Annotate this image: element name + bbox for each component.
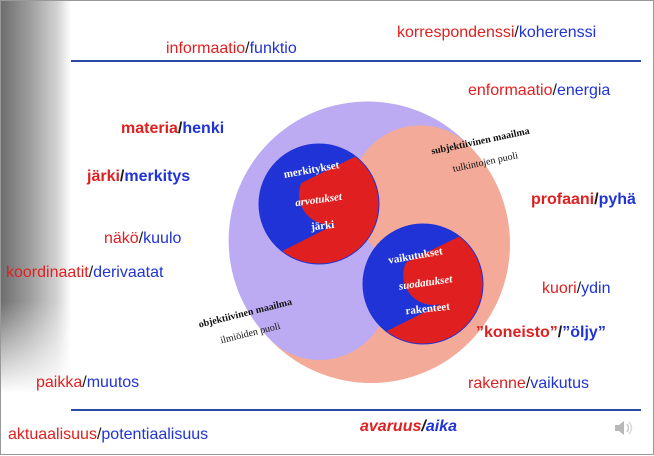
pair-korrespondenssi: korrespondenssi/koherenssi — [397, 25, 596, 41]
pair-koneisto-a: ”koneisto” — [476, 324, 558, 341]
pair-avaruus: avaruus/aika — [360, 419, 457, 435]
pair-kuori-a: kuori — [542, 280, 577, 297]
pair-informaatio-a: informaatio — [166, 40, 246, 57]
lower-side-label: ilmiöiden puoli — [219, 321, 281, 347]
pair-aktuaalisuus-b: potentiaalisuus — [101, 426, 209, 443]
bottom-rule — [71, 409, 641, 411]
upper-bottom-label: järki — [310, 219, 335, 233]
lower-bottom-label: rakenteet — [405, 301, 451, 318]
pair-paikka-a: paikka — [36, 374, 83, 391]
pair-koneisto-b: ”öljy” — [562, 324, 606, 341]
pair-rakenne-b: vaikutus — [530, 375, 589, 392]
pair-koordinaatit-b: derivaatat — [93, 264, 164, 281]
pair-materia-sep: / — [177, 120, 183, 137]
pair-avaruus-b: aika — [425, 418, 457, 435]
pair-enformaatio-b: energia — [556, 82, 611, 99]
pair-kuori: kuori/ydin — [542, 281, 611, 297]
pair-informaatio-b: funktio — [249, 40, 297, 57]
pair-jarki-a: järki — [87, 168, 120, 185]
pair-informaatio: informaatio/funktio — [166, 41, 297, 57]
pair-korrespondenssi-sep: / — [514, 24, 519, 41]
top-rule — [71, 60, 641, 62]
pair-enformaatio: enformaatio/energia — [468, 83, 610, 99]
pair-koneisto-sep: / — [557, 324, 563, 341]
pair-rakenne-sep: / — [525, 375, 531, 392]
pair-korrespondenssi-b: koherenssi — [518, 24, 597, 41]
pair-koneisto: ”koneisto”/”öljy” — [476, 325, 606, 341]
pair-aktuaalisuus-sep: / — [96, 426, 102, 443]
pair-nako: näkö/kuulo — [104, 231, 181, 247]
pair-enformaatio-a: enformaatio — [468, 82, 553, 99]
pair-nako-a: näkö — [104, 230, 139, 247]
pair-materia: materia/henki — [121, 121, 224, 137]
pair-koordinaatit-a: koordinaatit — [6, 264, 89, 281]
pair-informaatio-sep: / — [245, 40, 250, 57]
pair-paikka-b: muutos — [86, 374, 140, 391]
pair-korrespondenssi-a: korrespondenssi — [397, 24, 515, 41]
pair-paikka-sep: / — [82, 374, 87, 391]
pair-avaruus-a: avaruus — [360, 418, 422, 435]
pair-kuori-b: ydin — [581, 280, 611, 297]
pair-jarki-sep: / — [119, 168, 125, 185]
upper-yin-yang — [259, 144, 379, 264]
pair-rakenne: rakenne/vaikutus — [468, 376, 589, 392]
pair-profaani: profaani/pyhä — [531, 192, 636, 208]
pair-aktuaalisuus: aktuaalisuus/potentiaalisuus — [8, 427, 208, 443]
pair-kuori-sep: / — [576, 280, 582, 297]
pair-materia-b: henki — [182, 120, 225, 137]
pair-nako-b: kuulo — [143, 230, 182, 247]
lower-yin-yang — [363, 224, 483, 344]
pair-enformaatio-sep: / — [552, 82, 557, 99]
pair-koordinaatit: koordinaatit/derivaatat — [6, 265, 163, 281]
pair-jarki: järki/merkitys — [87, 169, 190, 185]
pair-rakenne-a: rakenne — [468, 375, 526, 392]
pair-paikka: paikka/muutos — [36, 375, 139, 391]
pair-profaani-a: profaani — [531, 191, 595, 208]
pair-avaruus-sep: / — [421, 418, 426, 435]
pair-nako-sep: / — [138, 230, 144, 247]
pair-jarki-b: merkitys — [124, 168, 191, 185]
pair-materia-a: materia — [121, 120, 178, 137]
pair-profaani-b: pyhä — [598, 191, 636, 208]
pair-koordinaatit-sep: / — [88, 264, 94, 281]
speaker-icon[interactable] — [613, 419, 635, 437]
pair-profaani-sep: / — [594, 191, 599, 208]
sidebar-fade — [1, 301, 71, 393]
pair-aktuaalisuus-a: aktuaalisuus — [8, 426, 97, 443]
